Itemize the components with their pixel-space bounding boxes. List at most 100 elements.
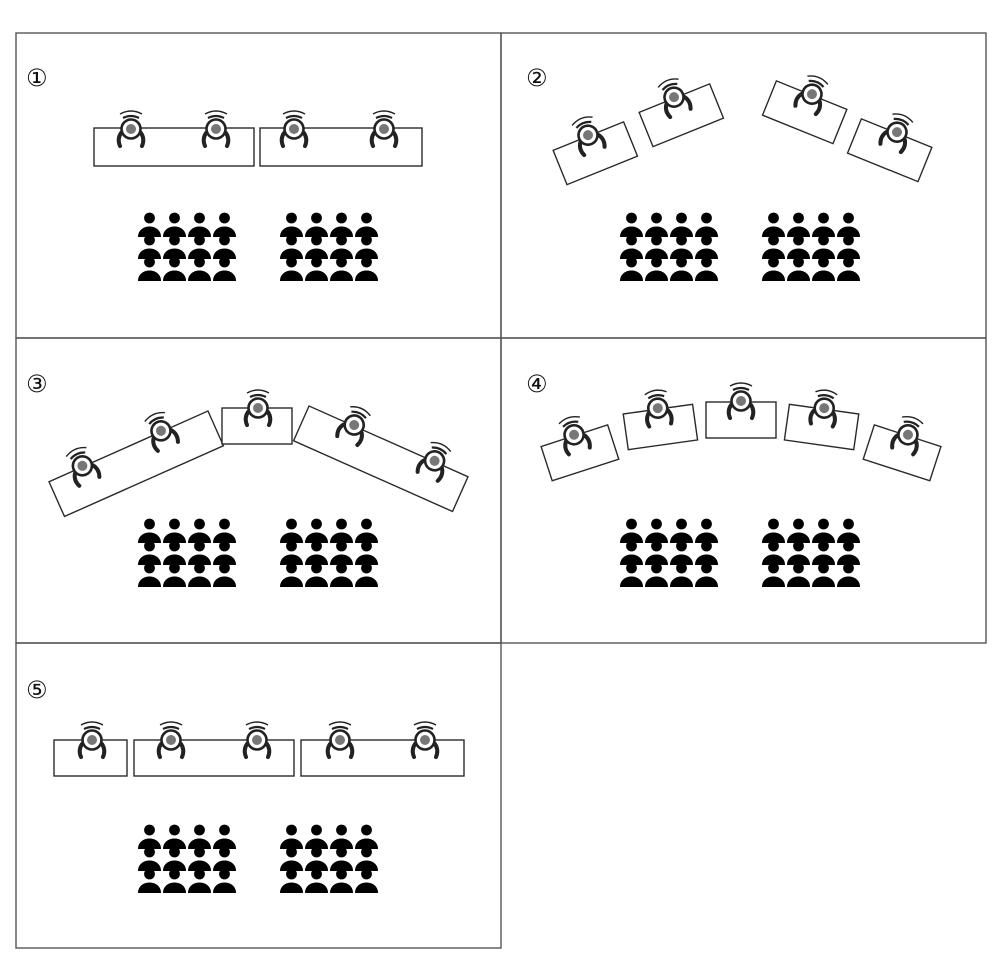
panel-number: ① bbox=[26, 64, 48, 92]
speaker-desk bbox=[53, 739, 128, 777]
audience-block-left bbox=[620, 212, 718, 281]
audience-person-icon bbox=[695, 518, 718, 543]
audience-person-icon bbox=[620, 540, 643, 565]
audience-person-icon bbox=[670, 212, 693, 237]
audience-person-icon bbox=[138, 562, 161, 587]
audience-person-icon bbox=[695, 540, 718, 565]
audience-person-icon bbox=[812, 518, 835, 543]
panel-2: ② bbox=[500, 32, 987, 339]
panel-5: ⑤ bbox=[15, 642, 502, 949]
audience-person-icon bbox=[645, 518, 668, 543]
audience-person-icon bbox=[330, 562, 353, 587]
audience-person-icon bbox=[762, 234, 785, 259]
panel-3: ③ bbox=[15, 337, 502, 644]
audience-person-icon bbox=[837, 256, 860, 281]
audience-person-icon bbox=[812, 562, 835, 587]
audience-person-icon bbox=[280, 824, 303, 849]
audience-person-icon bbox=[163, 824, 186, 849]
audience-person-icon bbox=[620, 212, 643, 237]
audience-person-icon bbox=[213, 212, 236, 237]
audience-person-icon bbox=[330, 868, 353, 893]
audience-person-icon bbox=[670, 518, 693, 543]
audience-person-icon bbox=[355, 234, 378, 259]
audience-person-icon bbox=[330, 824, 353, 849]
audience-person-icon bbox=[163, 540, 186, 565]
audience-person-icon bbox=[645, 256, 668, 281]
audience-person-icon bbox=[138, 540, 161, 565]
audience-person-icon bbox=[188, 562, 211, 587]
audience-person-icon bbox=[138, 518, 161, 543]
audience-person-icon bbox=[355, 562, 378, 587]
speaker-desk bbox=[300, 739, 465, 777]
audience-person-icon bbox=[355, 868, 378, 893]
audience-person-icon bbox=[762, 540, 785, 565]
audience-person-icon bbox=[188, 868, 211, 893]
audience-person-icon bbox=[787, 540, 810, 565]
audience-block-left bbox=[138, 518, 236, 587]
audience-person-icon bbox=[695, 212, 718, 237]
audience-person-icon bbox=[188, 824, 211, 849]
audience-person-icon bbox=[762, 562, 785, 587]
panel-number: ② bbox=[526, 64, 548, 92]
audience-person-icon bbox=[213, 868, 236, 893]
audience-person-icon bbox=[355, 256, 378, 281]
audience-person-icon bbox=[163, 234, 186, 259]
audience-person-icon bbox=[812, 234, 835, 259]
audience-person-icon bbox=[355, 212, 378, 237]
audience-person-icon bbox=[645, 562, 668, 587]
audience-person-icon bbox=[762, 518, 785, 543]
audience-person-icon bbox=[812, 212, 835, 237]
audience-block-left bbox=[138, 212, 236, 281]
audience-person-icon bbox=[163, 212, 186, 237]
audience-person-icon bbox=[305, 824, 328, 849]
audience-person-icon bbox=[138, 234, 161, 259]
audience-person-icon bbox=[355, 824, 378, 849]
audience-person-icon bbox=[280, 868, 303, 893]
audience-person-icon bbox=[188, 846, 211, 871]
audience-person-icon bbox=[355, 518, 378, 543]
speaker-table-row bbox=[552, 70, 933, 186]
audience-person-icon bbox=[762, 212, 785, 237]
audience-person-icon bbox=[670, 540, 693, 565]
audience-person-icon bbox=[787, 562, 810, 587]
panel-number: ④ bbox=[526, 370, 548, 398]
speaker-table-row bbox=[93, 109, 423, 167]
audience-person-icon bbox=[305, 846, 328, 871]
audience-person-icon bbox=[280, 256, 303, 281]
audience-person-icon bbox=[138, 256, 161, 281]
audience-person-icon bbox=[837, 234, 860, 259]
panel-number: ③ bbox=[26, 370, 48, 398]
panel-border bbox=[15, 642, 502, 949]
audience-person-icon bbox=[695, 234, 718, 259]
audience-person-icon bbox=[787, 256, 810, 281]
panel-border bbox=[500, 337, 987, 644]
panel-border bbox=[15, 32, 502, 339]
audience-person-icon bbox=[163, 868, 186, 893]
audience-person-icon bbox=[620, 234, 643, 259]
audience-person-icon bbox=[280, 212, 303, 237]
audience-person-icon bbox=[695, 562, 718, 587]
audience-person-icon bbox=[213, 518, 236, 543]
speaker-desk bbox=[48, 410, 225, 518]
audience-person-icon bbox=[670, 256, 693, 281]
audience-person-icon bbox=[138, 846, 161, 871]
audience-person-icon bbox=[188, 256, 211, 281]
audience-person-icon bbox=[138, 868, 161, 893]
audience-person-icon bbox=[305, 518, 328, 543]
audience-person-icon bbox=[138, 824, 161, 849]
audience-person-icon bbox=[695, 256, 718, 281]
audience-person-icon bbox=[620, 518, 643, 543]
audience-person-icon bbox=[280, 234, 303, 259]
speaker-table-row bbox=[540, 381, 942, 482]
speaker-desk bbox=[221, 407, 293, 445]
audience-person-icon bbox=[762, 256, 785, 281]
speaker-table-row bbox=[48, 388, 469, 518]
audience-person-icon bbox=[812, 256, 835, 281]
audience-person-icon bbox=[330, 234, 353, 259]
panel-4: ④ bbox=[500, 337, 987, 644]
audience-person-icon bbox=[330, 518, 353, 543]
audience-person-icon bbox=[305, 562, 328, 587]
audience-block-right bbox=[280, 212, 378, 281]
audience-person-icon bbox=[163, 256, 186, 281]
